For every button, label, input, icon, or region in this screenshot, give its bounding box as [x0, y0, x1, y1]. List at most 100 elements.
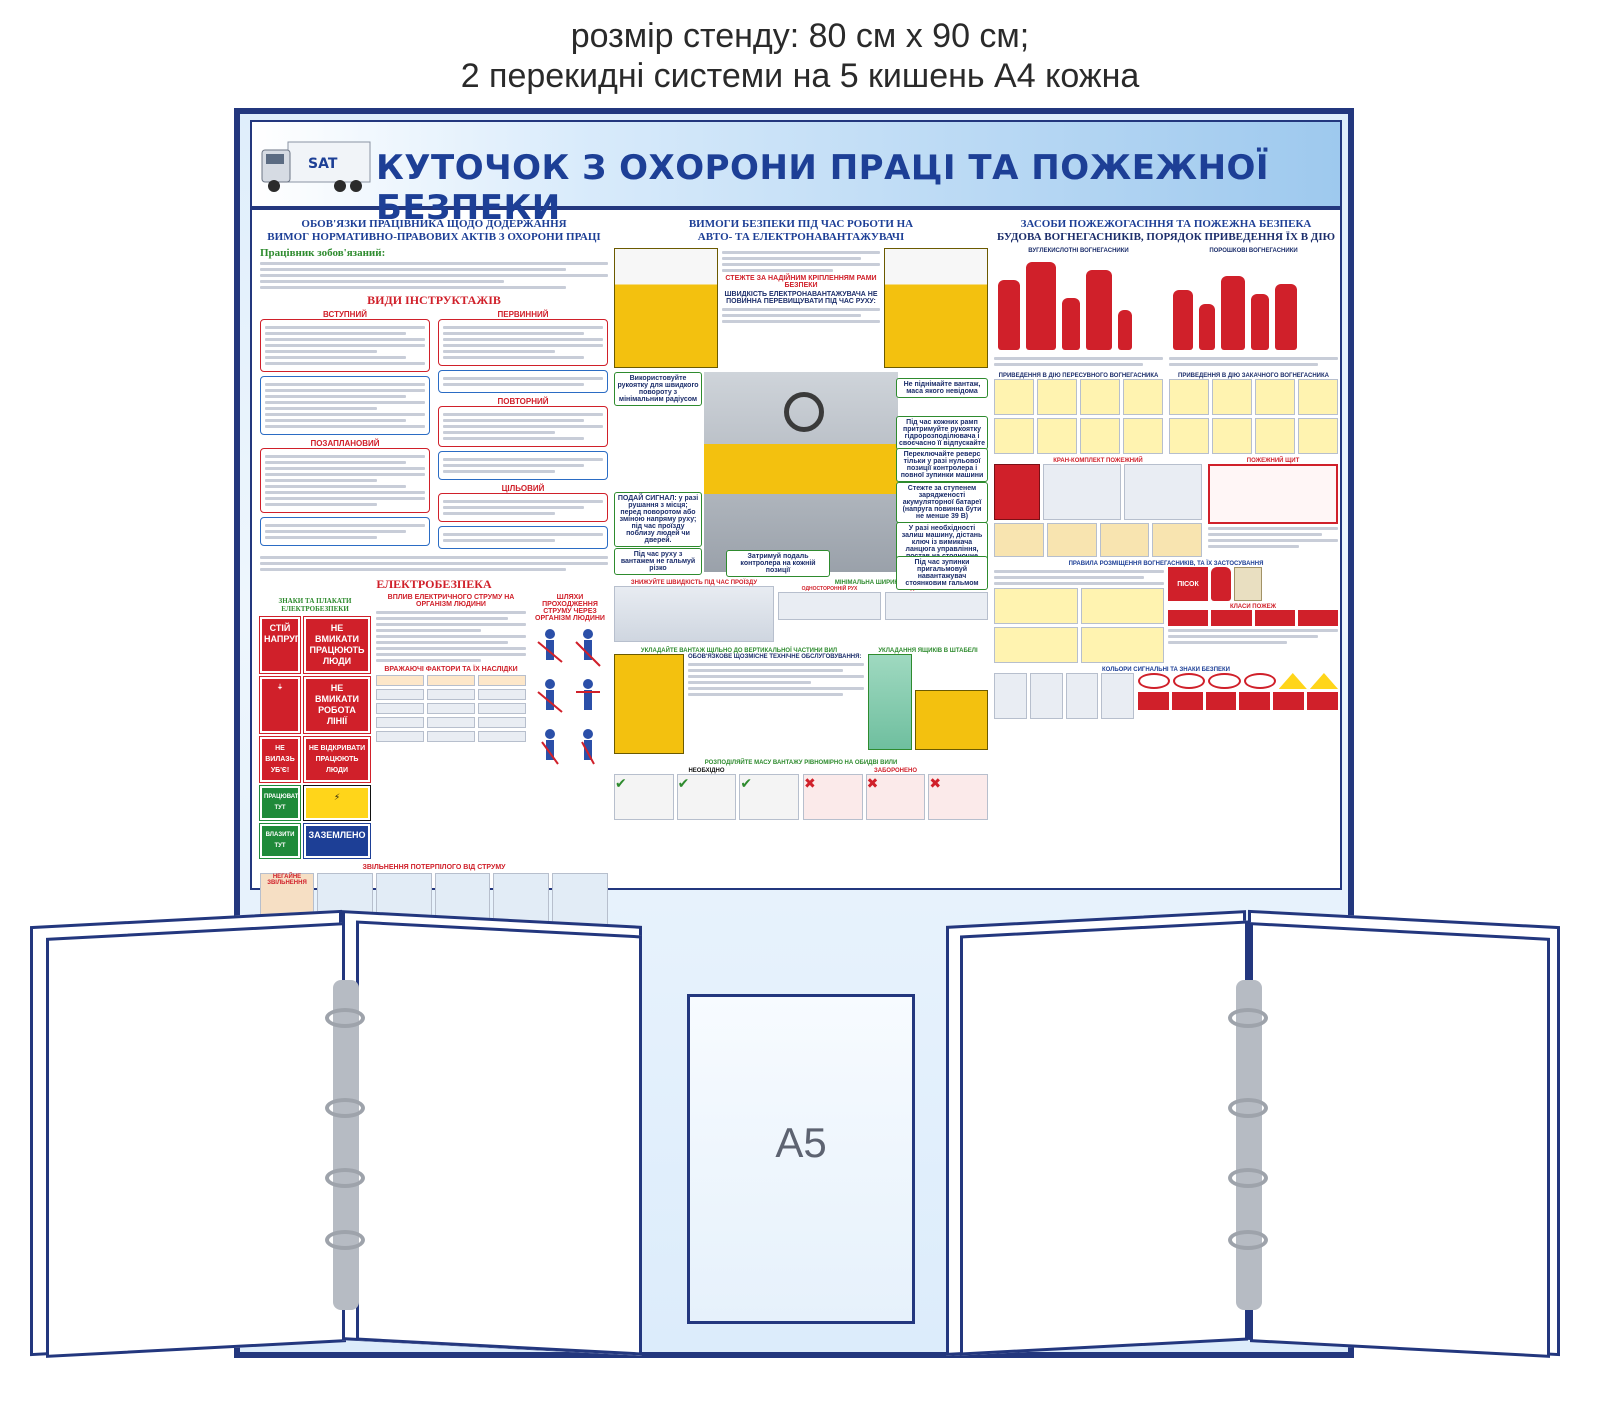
pocket-system-caption: 2 перекидні системи на 5 кишень А4 кожна: [460, 57, 1140, 95]
unscheduled-briefing-box-2: [260, 517, 430, 546]
sign-do-not-open: НЕ ВІДКРИВАТИ ПРАЦЮЮТЬ ЛЮДИ: [303, 736, 371, 783]
duties-title-line2: ВИМОГ НОРМАТИВНО-ПРАВОВИХ АКТІВ З ОХОРОН…: [267, 231, 601, 243]
stack-boxes-heading: УКЛАДАННЯ ЯЩИКІВ В ШТАБЕЛІ: [878, 648, 978, 654]
repeat-briefing-box: [438, 406, 608, 447]
extinguisher-icon: [1173, 290, 1193, 350]
forklift-photo-right: [884, 248, 988, 368]
current-paths-figures-icon: [537, 629, 601, 765]
fire-classes-signs: [1168, 610, 1338, 626]
a5-pocket-label: А5: [775, 1119, 827, 1166]
extinguisher-icon: [1086, 270, 1112, 350]
reduce-speed-illustration: [614, 586, 774, 642]
fire-shield-illustration: [1208, 464, 1338, 524]
worker-duties-heading: Працівник зобов'язаний:: [260, 247, 386, 259]
sand-box-icon: ПІСОК: [1168, 567, 1208, 601]
forklift-title-line1: ВИМОГИ БЕЗПЕКИ ПІД ЧАС РОБОТИ НА: [688, 218, 914, 230]
lightning-warning-icon: ⚡: [303, 785, 371, 821]
forklift-column: ВИМОГИ БЕЗПЕКИ ПІД ЧАС РОБОТИ НА АВТО- Т…: [614, 218, 989, 882]
unscheduled-briefing-label: ПОЗАПЛАНОВИЙ: [310, 439, 380, 448]
extinguisher-icon: [998, 280, 1020, 350]
fire-title-line2: БУДОВА ВОГНЕГАСНИКІВ, ПОРЯДОК ПРИВЕДЕННЯ…: [996, 231, 1336, 243]
allowed-forbidden-examples: НЕОБХІДНО ✔ ✔ ✔ ЗАБОРОНЕНО ✖ ✖ ✖: [614, 768, 989, 820]
sign-work-here: ПРАЦЮВАТИ ТУТ: [259, 785, 303, 821]
left-binder-spine: [333, 980, 359, 1310]
prohibition-sign-icon: [1243, 673, 1276, 689]
tip-reverse-switch: Переключайте реверс тільки у разі нульов…: [896, 448, 988, 482]
current-paths-heading: ШЛЯХИ ПРОХОДЖЕННЯ СТРУМУ ЧЕРЕЗ ОРГАНІЗМ …: [535, 594, 605, 622]
intro-briefing-label: ВСТУПНИЙ: [323, 310, 367, 319]
placement-rules-heading: ПРАВИЛА РОЗМІЩЕННЯ ВОГНЕГАСНИКІВ, ТА ЇХ …: [1068, 561, 1264, 567]
cross-icon: ✖: [804, 775, 816, 791]
tip-battery-charge: Стежте за ступенем зарядженості акумулят…: [896, 482, 988, 523]
one-way-label: ОДНОСТОРОННІЙ РУХ: [801, 586, 858, 592]
right-binder-spine: [1236, 980, 1262, 1310]
forklift-load-illustration: [614, 654, 684, 754]
extinguisher-icon: [1062, 298, 1080, 350]
fire-equipment-sign-icon: [1138, 692, 1169, 710]
signal-colors-heading: КОЛЬОРИ СИГНАЛЬНІ ТА ЗНАКИ БЕЗПЕКИ: [1102, 667, 1230, 673]
fire-class-icon: [1168, 610, 1209, 626]
prohibition-sign-icon: [1173, 673, 1206, 689]
check-icon: ✔: [677, 775, 690, 791]
duties-text: [260, 262, 608, 289]
target-briefing-box: [438, 493, 608, 522]
forklift-photo-left: [614, 248, 718, 368]
truck-logo-icon: SAT: [261, 141, 371, 192]
target-briefing-box-2: [438, 526, 608, 549]
extinguisher-icon: [1118, 310, 1132, 350]
sign-stop-voltage: СТІЙ НАПРУГА: [259, 616, 306, 674]
fire-classes-heading: КЛАСИ ПОЖЕЖ: [1229, 604, 1277, 610]
check-icon: ✔: [615, 775, 627, 791]
current-effect-heading: ВПЛИВ ЕЛЕКТРИЧНОГО СТРУМУ НА ОРГАНІЗМ ЛЮ…: [387, 594, 515, 608]
duties-column: ОБОВ'ЯЗКИ ПРАЦІВНИКА ЩОДО ДОДЕРЖАННЯ ВИМ…: [259, 218, 608, 937]
tip-give-signal: ПОДАЙ СИГНАЛ: у разі рушання з місця; пе…: [614, 492, 702, 547]
safety-scenes: [994, 673, 1134, 719]
sign-do-not-climb: НЕ ВИЛАЗЬ УБ'Є!: [259, 736, 301, 783]
mobile-extinguisher-heading: ПРИВЕДЕННЯ В ДІЮ ПЕРЕСУВНОГО ВОГНЕГАСНИК…: [998, 373, 1159, 379]
extinguisher-icon: [1275, 284, 1297, 350]
primary-briefing-box-2: [438, 370, 608, 393]
left-pocket-front[interactable]: [46, 922, 346, 1358]
fire-equipment-sign-icon: [1205, 692, 1237, 710]
poster-header: SAT КУТОЧОК З ОХОРОНИ ПРАЦІ ТА ПОЖЕЖНОЇ …: [252, 122, 1340, 228]
powder-extinguishers-heading: ПОРОШКОВІ ВОГНЕГАСНИКИ: [1209, 248, 1298, 254]
co2-extinguishers-illustration: [994, 254, 1163, 354]
sign-do-not-switch-on: НЕ ВМИКАТИ ПРАЦЮЮТЬ ЛЮДИ: [303, 616, 371, 674]
extinguisher-icon: [1026, 262, 1056, 350]
right-pocket-left-front[interactable]: [960, 920, 1248, 1356]
safety-poster: SAT КУТОЧОК З ОХОРОНИ ПРАЦІ ТА ПОЖЕЖНОЇ …: [250, 120, 1342, 937]
tip-no-hard-braking: Під час руху з вантажем не гальмуй різко: [614, 548, 702, 575]
fire-equipment-sign-icon: [1273, 692, 1305, 710]
fire-blanket-icon: [1234, 567, 1262, 601]
sign-do-not-switch-on-line: НЕ ВМИКАТИ РОБОТА ЛІНІЇ: [303, 676, 371, 734]
primary-briefing-box: [438, 319, 608, 366]
repeat-briefing-label: ПОВТОРНИЙ: [497, 397, 549, 406]
warning-sign-icon: [1278, 673, 1307, 689]
stacked-boxes-illustration: [868, 654, 912, 750]
binder-ring-icon: [1228, 1230, 1268, 1250]
forklift-title-line2: АВТО- ТА ЕЛЕКТРОНАВАНТАЖУВАЧІ: [697, 231, 905, 243]
forklift-stacking-illustration: [915, 690, 988, 750]
left-pocket-right-front[interactable]: [356, 920, 642, 1356]
right-pocket-front[interactable]: [1250, 922, 1550, 1358]
fire-shield-heading: ПОЖЕЖНИЙ ЩИТ: [1246, 458, 1300, 464]
placement-rules-illustrations: [994, 588, 1164, 663]
a5-pocket[interactable]: А5: [687, 994, 915, 1324]
urgent-release-label: НЕГАЙНЕ ЗВІЛЬНЕННЯ: [267, 874, 307, 886]
hydrant-nozzle-illustration: [1124, 464, 1202, 520]
forklift-cabin-photo: [704, 372, 898, 572]
target-briefing-label: ЦІЛЬОВИЙ: [501, 484, 545, 493]
hydrant-steps: [994, 523, 1202, 557]
intro-briefing-box-2: [260, 376, 430, 435]
hydrant-cabinet-icon: [994, 464, 1040, 520]
speed-limit-heading: ШВИДКІСТЬ ЕЛЕКТРОНАВАНТАЖУВАЧА НЕ ПОВИНН…: [724, 291, 878, 305]
prohibition-sign-icon: [1208, 673, 1241, 689]
repeat-briefing-box-2: [438, 451, 608, 480]
binder-ring-icon: [325, 1008, 365, 1028]
fire-equipment-sign-icon: [1171, 692, 1203, 710]
elec-signs-heading: ЗНАКИ ТА ПЛАКАТИ ЕЛЕКТРОБЕЗПЕКИ: [278, 597, 352, 613]
damage-factors-table: [376, 675, 526, 742]
reduce-speed-heading: ЗНИЖУЙТЕ ШВИДКІСТЬ ПІД ЧАС ПРОЇЗДУ: [630, 580, 758, 586]
fire-safety-column: ЗАСОБИ ПОЖЕЖОГАСІННЯ ТА ПОЖЕЖНА БЕЗПЕКА …: [994, 218, 1339, 882]
pumped-extinguisher-heading: ПРИВЕДЕННЯ В ДІЮ ЗАКАЧНОГО ВОГНЕГАСНИКА: [1178, 373, 1329, 379]
